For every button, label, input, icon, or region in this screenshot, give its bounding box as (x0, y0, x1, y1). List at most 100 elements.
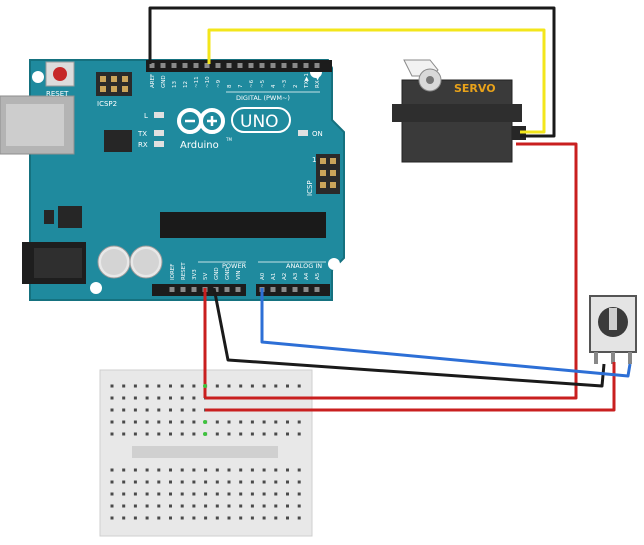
wire-servo-power (205, 142, 578, 400)
digital-pin-hole (259, 63, 265, 68)
mount-hole (328, 258, 340, 270)
breadboard-hole (157, 516, 161, 520)
power-pin-label: VIN (236, 271, 242, 281)
digital-pin-label: ~6 (249, 79, 255, 88)
breadboard-hole (262, 516, 266, 520)
breadboard-hole (145, 504, 149, 508)
icsp2-label: ICSP2 (97, 100, 117, 108)
power-pin-label: GND (214, 267, 220, 280)
breadboard-hole (192, 432, 196, 436)
breadboard-hole (145, 432, 149, 436)
breadboard-hole (274, 480, 278, 484)
wire-pot-power (205, 362, 616, 412)
reset-button-cap[interactable] (53, 67, 67, 81)
breadboard-hole (192, 420, 196, 424)
wire-analog (260, 288, 632, 378)
breadboard-hole (157, 492, 161, 496)
breadboard-hole (262, 492, 266, 496)
power-jack-inner (34, 248, 82, 278)
digital-pin-label: ~9 (216, 79, 222, 88)
breadboard-hole (227, 420, 231, 424)
breadboard-hole (250, 432, 254, 436)
breadboard-hole (110, 420, 114, 424)
digital-pin-hole (204, 63, 210, 68)
breadboard-hole (274, 504, 278, 508)
led-rx-label: RX (138, 141, 148, 149)
servo-motor-icon: SERVO (392, 59, 526, 163)
breadboard-hole (239, 504, 243, 508)
digital-pin-hole (182, 63, 188, 68)
breadboard-hole (286, 432, 289, 436)
analog-pin-label: A0 (260, 272, 266, 280)
capacitor-2 (129, 245, 163, 279)
digital-pin-holes (149, 63, 320, 68)
breadboard-hole (215, 420, 219, 424)
digital-pin-label: TX▶1 (304, 73, 310, 89)
breadboard-hole (239, 516, 243, 520)
wire-servo-gnd (148, 6, 556, 138)
breadboard-hole (262, 504, 266, 508)
breadboard-hole (133, 396, 137, 400)
breadboard-hole (297, 420, 301, 424)
breadboard-hole (169, 504, 172, 508)
breadboard-hole (169, 480, 172, 484)
breadboard-hole (110, 492, 114, 496)
icsp-header (316, 154, 340, 194)
digital-pin-hole (193, 63, 199, 68)
breadboard-hole (274, 516, 278, 520)
breadboard-hole (169, 492, 172, 496)
digital-pin-hole (314, 63, 320, 68)
led-tx-label: TX (137, 130, 147, 138)
breadboard-hole (262, 468, 266, 472)
led-tx (154, 130, 164, 136)
analog-pin-label: A3 (293, 272, 299, 280)
breadboard-hole (215, 480, 219, 484)
breadboard-hole (157, 468, 161, 472)
digital-pin-label: 8 (227, 84, 233, 88)
breadboard-hole (215, 384, 219, 388)
breadboard-hole (110, 396, 114, 400)
atmega-chip (160, 212, 326, 238)
analog-pin-label: A5 (315, 272, 321, 280)
breadboard-hole (122, 516, 126, 520)
breadboard-hole (180, 384, 184, 388)
breadboard-hole (227, 480, 231, 484)
led-rx (154, 141, 164, 147)
tm-label: TM (225, 137, 232, 142)
power-pin-hole (213, 287, 219, 292)
breadboard-hole (157, 504, 161, 508)
breadboard-hole (192, 480, 196, 484)
breadboard-holes (110, 384, 301, 520)
digital-pin-label: ~5 (260, 79, 266, 88)
breadboard-hole (145, 492, 149, 496)
digital-pin-label: GND (161, 75, 167, 88)
digital-pin-label: 13 (172, 81, 178, 88)
breadboard-hole (180, 504, 184, 508)
breadboard-hole (110, 408, 114, 412)
led-l (154, 112, 164, 118)
breadboard-hole (250, 384, 254, 388)
breadboard-hole (286, 480, 289, 484)
breadboard-hole (157, 396, 161, 400)
breadboard-hole (133, 492, 137, 496)
breadboard-hole (215, 468, 219, 472)
breadboard-hole (110, 516, 114, 520)
breadboard-hole (250, 504, 254, 508)
power-header (152, 284, 246, 296)
breadboard-hole (204, 468, 208, 472)
digital-pin-label: 2 (293, 85, 299, 89)
power-pin-label: RESET (181, 262, 187, 280)
power-pin-label: GND (225, 267, 231, 280)
breadboard-hole (180, 492, 184, 496)
breadboard-hole (110, 468, 114, 472)
breadboard-hole (110, 432, 114, 436)
power-pin-hole (235, 287, 241, 292)
breadboard-hole (204, 480, 208, 484)
breadboard-hole (145, 468, 149, 472)
digital-pin-label: 4 (271, 84, 277, 88)
breadboard-hole (239, 492, 243, 496)
led-on-label: ON (312, 130, 323, 138)
